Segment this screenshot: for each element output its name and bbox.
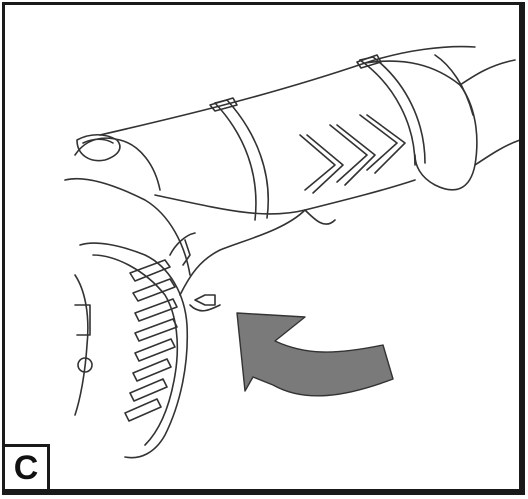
vent-slots bbox=[124, 259, 178, 422]
nose-outline bbox=[364, 60, 478, 191]
panel-label: C bbox=[13, 449, 39, 487]
body-ring-2 bbox=[359, 59, 416, 166]
rotation-arrow bbox=[236, 312, 394, 397]
body-bottom-outline bbox=[154, 179, 416, 215]
motor-housing bbox=[74, 137, 161, 191]
figure-frame: C bbox=[2, 2, 522, 492]
panel-label-box: C bbox=[5, 444, 50, 489]
frame-shadow-right bbox=[522, 2, 525, 492]
switch-indicator-arrow bbox=[194, 294, 216, 306]
screw bbox=[77, 357, 93, 373]
vent-chevron-3 bbox=[359, 114, 398, 171]
vent-chevron-1 bbox=[299, 134, 336, 191]
end-cap bbox=[79, 242, 189, 459]
vent-chevron-2 bbox=[329, 124, 368, 183]
angle-grinder-illustration bbox=[64, 45, 519, 459]
frame-shadow-bottom bbox=[2, 492, 525, 495]
body-ring-1 bbox=[214, 102, 257, 221]
body-top-outline bbox=[99, 45, 476, 136]
